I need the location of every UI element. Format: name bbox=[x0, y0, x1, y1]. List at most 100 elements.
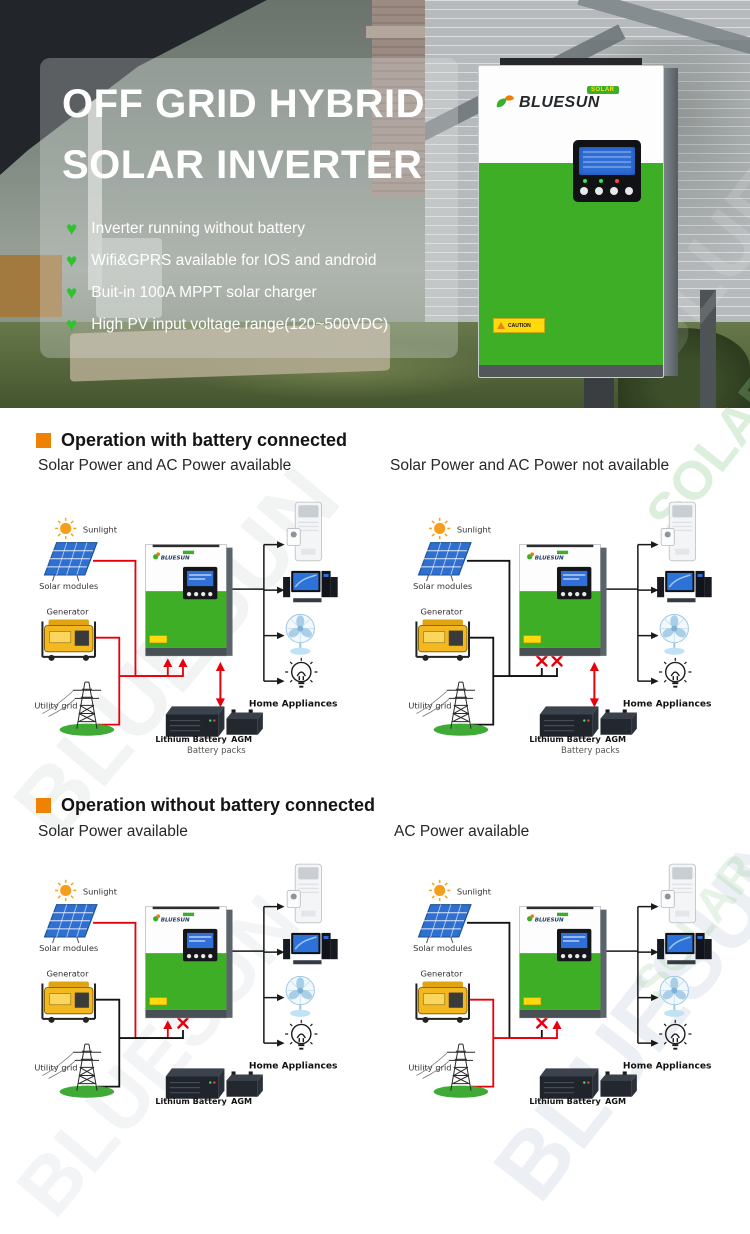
heart-icon: ♥ bbox=[66, 314, 78, 336]
inverter-brand-logo: BLUESUN bbox=[153, 912, 195, 923]
solar-panel-icon bbox=[417, 904, 472, 944]
inverter-brand-text: BLUESUN bbox=[535, 555, 564, 561]
ac-wire-disconnected bbox=[469, 636, 558, 726]
caution-label: CAUTION bbox=[493, 318, 545, 333]
diagram-battery-solar-ac-not-available: Sunlight Solar modules Generator Utility… bbox=[392, 488, 726, 760]
home-appliances-label: Home Appliances bbox=[623, 1061, 712, 1071]
solar-modules-label: Solar modules bbox=[39, 581, 98, 591]
utility-tower-icon bbox=[416, 1043, 489, 1098]
appliance-arrowheads bbox=[651, 541, 659, 685]
inverter-image: BLUESUN bbox=[519, 906, 607, 1019]
lcd-leds bbox=[583, 179, 619, 183]
lithium-battery-label: Lithium Battery bbox=[529, 734, 601, 744]
solar-panel-icon bbox=[417, 542, 472, 582]
title-line-1: OFF GRID HYBRID bbox=[62, 82, 426, 126]
caption-1-left: Solar Power and AC Power available bbox=[38, 457, 292, 474]
inverter-body: BLUESUN SOLAR CAUTION bbox=[478, 65, 664, 378]
photo-table bbox=[0, 255, 62, 317]
fan-icon bbox=[659, 613, 689, 655]
computer-tv-icon bbox=[657, 570, 712, 603]
diagram-no-battery-ac-available: Sunlight Solar modules Generator Utility… bbox=[392, 850, 726, 1106]
sunlight-label: Sunlight bbox=[457, 886, 492, 896]
inverter-brand-logo: BLUESUN bbox=[153, 550, 195, 561]
inverter-brand-text: BLUESUN bbox=[161, 917, 190, 923]
photo-porch-post bbox=[88, 40, 102, 290]
lcd-screen bbox=[579, 147, 635, 175]
solar-modules-label: Solar modules bbox=[413, 943, 472, 953]
feature-text: High PV input voltage range(120~500VDC) bbox=[91, 316, 389, 333]
inverter-side-heatsink bbox=[664, 68, 678, 376]
solar-x-mark bbox=[536, 655, 548, 667]
section-2-title: Operation without battery connected bbox=[61, 795, 376, 815]
sun-icon bbox=[429, 879, 451, 902]
photo-chair bbox=[96, 238, 162, 318]
inverter-brand-logo: BLUESUN bbox=[527, 912, 569, 923]
lcd-buttons bbox=[580, 187, 633, 195]
ac-x-mark bbox=[177, 1017, 189, 1029]
sun-icon bbox=[55, 879, 77, 902]
inverter-product-image: BLUESUN SOLAR CAUTION bbox=[478, 58, 680, 380]
sunlight-label: Sunlight bbox=[83, 886, 118, 896]
generator-icon bbox=[41, 619, 97, 661]
inverter-mount-bracket bbox=[500, 58, 642, 67]
generator-label: Generator bbox=[46, 968, 89, 978]
lithium-battery-label: Lithium Battery bbox=[529, 1096, 601, 1106]
bluesun-logo: BLUESUN bbox=[495, 94, 600, 112]
title-line-2: SOLAR INVERTER bbox=[62, 143, 423, 187]
feature-text: Inverter running without battery bbox=[91, 220, 305, 237]
hero-photo: BLUESUN BLUESUN SOLAR bbox=[0, 0, 750, 408]
feature-item: ♥ High PV input voltage range(120~500VDC… bbox=[66, 314, 458, 336]
solar-x-mark bbox=[536, 1017, 548, 1029]
generator-label: Generator bbox=[46, 606, 89, 616]
inverter-brand-text: BLUESUN bbox=[535, 917, 564, 923]
utility-tower-icon bbox=[42, 681, 115, 736]
appliance-arrowheads bbox=[277, 541, 285, 685]
solar-modules-label: Solar modules bbox=[39, 943, 98, 953]
appliance-bus-wire bbox=[232, 543, 278, 682]
orange-square-bullet bbox=[36, 433, 51, 448]
diagram-battery-solar-ac-available: Sunlight Solar modules Generator Utility… bbox=[18, 488, 352, 760]
computer-tv-icon bbox=[283, 932, 338, 965]
battery-rack-icon bbox=[539, 706, 599, 737]
ac-wire-disconnected bbox=[95, 998, 184, 1088]
appliance-arrowheads bbox=[651, 903, 659, 1047]
feature-item: ♥ Wifi&GPRS available for IOS and androi… bbox=[66, 250, 458, 272]
solar-badge: SOLAR bbox=[587, 86, 619, 94]
agm-label: AGM bbox=[605, 1096, 626, 1106]
caution-text: CAUTION bbox=[508, 322, 531, 329]
battery-rack-icon bbox=[539, 1068, 599, 1099]
generator-icon bbox=[41, 981, 97, 1023]
feature-list: ♥ Inverter running without battery ♥ Wif… bbox=[66, 220, 458, 336]
feature-text: Wifi&GPRS available for IOS and android bbox=[91, 252, 377, 269]
generator-icon bbox=[415, 981, 471, 1023]
appliance-bus-wire bbox=[232, 905, 278, 1044]
appliance-bus-wire bbox=[606, 905, 652, 1044]
photo-chimney-cap bbox=[366, 26, 444, 38]
heart-icon: ♥ bbox=[66, 250, 78, 272]
caption-1-right: Solar Power and AC Power not available bbox=[390, 457, 670, 474]
lamp-icon bbox=[659, 1019, 692, 1050]
home-appliances-label: Home Appliances bbox=[249, 1061, 338, 1071]
air-conditioner-icon bbox=[660, 501, 696, 562]
orange-square-bullet bbox=[36, 798, 51, 813]
battery-packs-label: Battery packs bbox=[187, 746, 246, 756]
lithium-battery-label: Lithium Battery bbox=[155, 734, 227, 744]
section-2-header: Operation without battery connected bbox=[36, 795, 375, 816]
section-1-title: Operation with battery connected bbox=[61, 430, 348, 450]
battery-rack-icon bbox=[165, 1068, 225, 1099]
home-appliances-label: Home Appliances bbox=[623, 699, 712, 709]
air-conditioner-icon bbox=[286, 863, 322, 924]
warning-triangle-icon bbox=[497, 322, 505, 329]
diagram-no-battery-solar-available: Sunlight Solar modules Generator Utility… bbox=[18, 850, 352, 1106]
inverter-brand-logo: BLUESUN bbox=[527, 550, 569, 561]
agm-battery-icon bbox=[226, 709, 263, 735]
section-1-header: Operation with battery connected bbox=[36, 430, 347, 451]
caption-2-left: Solar Power available bbox=[38, 823, 188, 840]
home-appliances-label: Home Appliances bbox=[249, 699, 338, 709]
lamp-icon bbox=[285, 657, 318, 688]
inverter-brand-text: BLUESUN bbox=[161, 555, 190, 561]
inverter-bottom-strip bbox=[479, 365, 663, 377]
lamp-icon bbox=[659, 657, 692, 688]
lithium-battery-label: Lithium Battery bbox=[155, 1096, 227, 1106]
agm-battery-icon bbox=[226, 1071, 263, 1097]
